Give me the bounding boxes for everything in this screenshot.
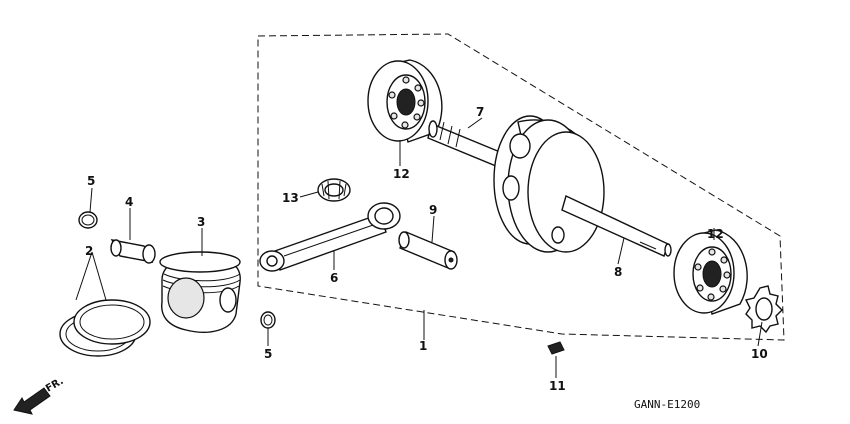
callout-11: 11	[549, 379, 566, 393]
piston-pin[interactable]	[398, 231, 458, 270]
callout-3: 3	[197, 215, 205, 229]
leader-lines	[75, 117, 763, 378]
callout-12-right: 12	[707, 227, 724, 241]
circlip-bottom[interactable]	[260, 311, 276, 329]
callouts: 1 2 3 4 5 5 6 7 8 9 10 11 12 12 13	[85, 105, 768, 393]
callout-4: 4	[125, 195, 133, 209]
needle-bearing[interactable]	[317, 178, 351, 202]
callout-5-top: 5	[87, 174, 95, 188]
piston-rings[interactable]	[59, 299, 151, 357]
callout-5-bottom: 5	[264, 347, 272, 361]
sprocket[interactable]	[744, 285, 783, 334]
callout-10: 10	[751, 347, 768, 361]
assembly-boundary	[257, 33, 785, 341]
callout-2: 2	[85, 244, 93, 258]
callout-13: 13	[282, 191, 299, 205]
bearing-right[interactable]	[673, 229, 748, 315]
callout-6: 6	[330, 271, 338, 285]
callout-8: 8	[614, 265, 622, 279]
connecting-rod[interactable]	[259, 202, 401, 272]
front-label: FR.	[44, 376, 66, 395]
callout-9: 9	[429, 203, 437, 217]
callout-7: 7	[476, 105, 484, 119]
crankshaft[interactable]	[427, 115, 672, 257]
circlip-top[interactable]	[78, 211, 98, 229]
diagram-code: GANN-E1200	[634, 398, 700, 411]
piston[interactable]	[159, 251, 241, 333]
bearing-top[interactable]	[367, 59, 443, 143]
callout-12-top: 12	[393, 167, 410, 181]
front-arrow-icon: FR.	[13, 376, 66, 415]
callout-1: 1	[419, 339, 427, 353]
piston-pin-left[interactable]	[110, 239, 156, 264]
woodruff-key[interactable]	[547, 341, 565, 355]
